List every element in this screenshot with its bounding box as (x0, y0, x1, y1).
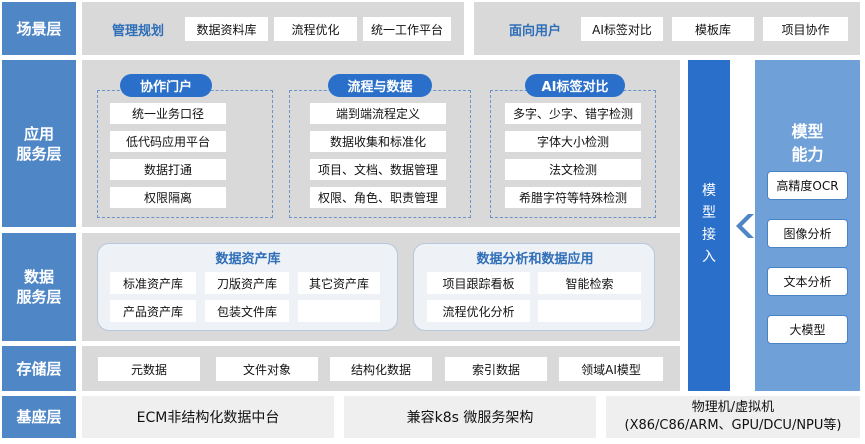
base-item: 物理机/虚拟机 (X86/C86/ARM、GPU/DCU/NPU等) (606, 396, 860, 438)
row-label-app-service: 应用 服务层 (2, 60, 76, 227)
model-item: 图像分析 (767, 219, 848, 248)
model-item: 大模型 (767, 315, 848, 344)
scene-item: 统一工作平台 (363, 17, 451, 41)
analysis-title: 数据分析和数据应用 (476, 251, 594, 267)
storage-item: 文件对象 (216, 357, 318, 381)
app-item: 权限隔离 (110, 187, 226, 208)
app-item: 多字、少字、错字检测 (505, 103, 641, 124)
app-group-title: 流程与数据 (328, 74, 432, 97)
app-item: 数据收集和标准化 (310, 131, 446, 152)
asset-item: 其它资产库 (298, 272, 380, 294)
asset-item-empty (298, 300, 380, 322)
base-item: ECM非结构化数据中台 (82, 396, 334, 438)
row-label-data-service: 数据 服务层 (2, 233, 76, 341)
analysis-item-empty (538, 300, 641, 322)
scene-right-title: 面向用户 (508, 23, 561, 39)
storage-item: 结构化数据 (330, 357, 432, 381)
asset-item: 标准资产库 (110, 272, 196, 294)
app-item: 项目、文档、数据管理 (310, 159, 446, 180)
analysis-item: 智能检索 (538, 272, 641, 294)
scene-item: 模板库 (672, 17, 754, 41)
app-group-title: 协作门户 (120, 74, 212, 97)
row-label-storage: 存储层 (2, 346, 76, 391)
app-item: 法文检测 (505, 159, 641, 180)
asset-item: 产品资产库 (110, 300, 196, 322)
app-group-title: AI标签对比 (525, 74, 625, 97)
asset-library-title: 数据资产库 (215, 251, 281, 267)
base-item: 兼容k8s 微服务架构 (344, 396, 596, 438)
model-title: 模型 能力 (791, 122, 824, 164)
model-access-label: 模 型 接 入 (702, 183, 716, 265)
model-access-bar (688, 60, 730, 391)
app-item: 统一业务口径 (110, 103, 226, 124)
scene-item: AI标签对比 (581, 17, 663, 41)
app-item: 权限、角色、职责管理 (310, 187, 446, 208)
row-label-scene: 场景层 (2, 2, 76, 55)
app-item: 端到端流程定义 (310, 103, 446, 124)
scene-item: 数据资料库 (185, 17, 268, 41)
app-item: 字体大小检测 (505, 131, 641, 152)
app-item: 数据打通 (110, 159, 226, 180)
analysis-item: 流程优化分析 (427, 300, 530, 322)
row-label-base: 基座层 (2, 396, 76, 438)
storage-item: 元数据 (98, 357, 200, 381)
arrow-left-icon (736, 214, 754, 238)
scene-item: 流程优化 (274, 17, 357, 41)
model-item: 文本分析 (767, 267, 848, 296)
scene-left-title: 管理规划 (111, 23, 164, 39)
analysis-item: 项目跟踪看板 (427, 272, 530, 294)
app-item: 希腊字符等特殊检测 (505, 187, 641, 208)
storage-item: 领域AI模型 (559, 357, 663, 381)
storage-item: 索引数据 (445, 357, 547, 381)
model-item: 高精度OCR (767, 171, 848, 200)
asset-item: 刀版资产库 (205, 272, 289, 294)
app-item: 低代码应用平台 (110, 131, 226, 152)
scene-item: 项目协作 (763, 17, 848, 41)
asset-item: 包装文件库 (205, 300, 289, 322)
